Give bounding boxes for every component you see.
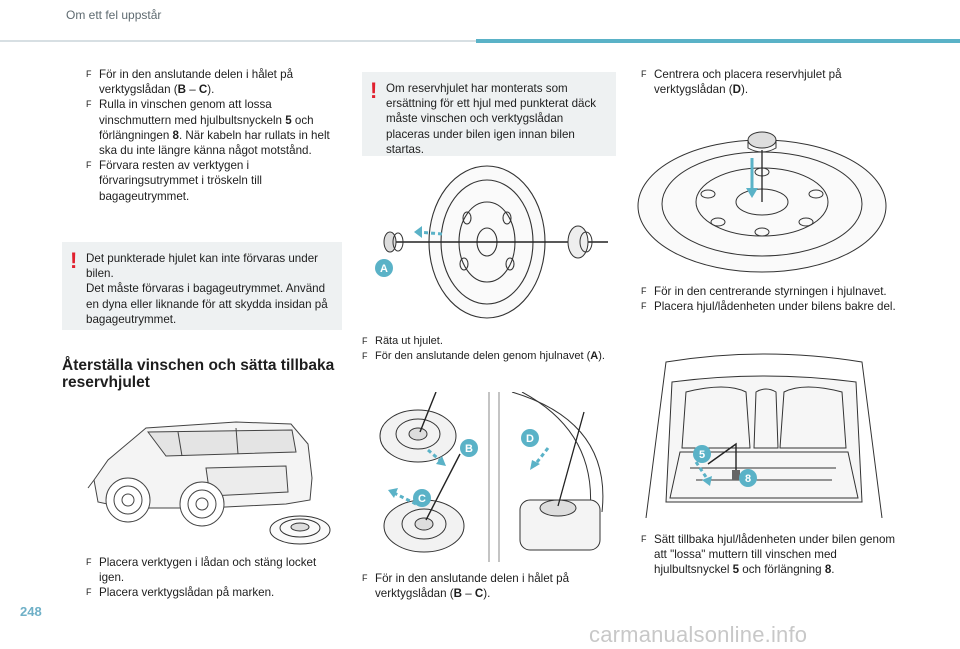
col3-top-instructions: F Centrera och placera reservhjulet på v… (641, 67, 897, 97)
bullet-mark: F (641, 534, 647, 544)
warning-box-punctured-wheel: ! Det punkterade hjulet kan inte förvara… (62, 242, 342, 330)
car-illustration (87, 421, 331, 545)
col1-bottom-instructions: F Placera verktygen i lådan och stäng lo… (86, 555, 342, 601)
page-number: 248 (20, 604, 42, 619)
figure-car-spare-wheel (86, 408, 342, 548)
bullet-close-lid: F Placera verktygen i lådan och stäng lo… (86, 556, 317, 585)
label-b: B (465, 443, 473, 455)
bullet-mark: F (362, 573, 368, 583)
warning-text: Om reservhjulet har monterats som ersätt… (386, 82, 597, 156)
bullet-straighten-wheel: F Räta ut hjulet. (362, 335, 443, 347)
exclamation-icon: ! (70, 248, 78, 273)
bullet-mark: F (641, 69, 647, 79)
label-a-marker (375, 259, 393, 277)
bullet-insert-box-2: F För in den anslutande delen i hålet på… (362, 572, 570, 601)
bullet-insert-box: F För in den anslutande delen i hålet på… (86, 68, 294, 97)
bullet-place-under-car: F Placera hjul/lådenheten under bilens b… (641, 300, 896, 314)
col1-instructions: F För in den anslutande delen i hålet på… (86, 67, 342, 204)
bullet-store-tools: F Förvara resten av verktygen i förvarin… (86, 159, 262, 203)
col3-mid-instructions: F För in den centrerande styrningen i hj… (641, 284, 897, 314)
watermark: carmanualsonline.info (589, 622, 808, 647)
bullet-mark: F (362, 336, 368, 346)
bullet-mark: F (86, 160, 92, 171)
figure-toolbox-connection: B C D (362, 392, 616, 562)
col2-bottom-instructions: F För in den anslutande delen i hålet på… (362, 571, 618, 601)
exclamation-icon: ! (370, 78, 378, 103)
bullet-mark: F (86, 587, 92, 598)
label-c-marker (413, 489, 431, 507)
section-heading: Återställa vinschen och sätta tillbaka r… (62, 357, 335, 391)
label-b-marker (460, 439, 478, 457)
bullet-center-spare: F Centrera och placera reservhjulet på v… (641, 68, 842, 97)
header-rule (0, 40, 476, 42)
bullet-centering-guide: F För in den centrerande styrningen i hj… (641, 285, 887, 298)
label-a: A (380, 263, 388, 275)
warning-box-spare-mounted: ! Om reservhjulet har monterats som ersä… (362, 72, 616, 156)
bullet-mark: F (641, 286, 647, 296)
bullet-mark: F (86, 99, 92, 110)
label-8-marker (739, 469, 757, 487)
col2-mid-instructions: F Räta ut hjulet. F För den anslutande d… (362, 334, 618, 363)
warning-text: Det punkterade hjulet kan inte förvaras … (86, 252, 328, 326)
figure-trunk-interior: 5 8 (636, 352, 892, 518)
bullet-mark: F (86, 69, 92, 79)
label-8: 8 (745, 473, 751, 485)
label-c: C (418, 493, 426, 505)
figure-spare-on-box (636, 110, 892, 278)
bullet-mark: F (86, 557, 92, 567)
bullet-mark: F (362, 350, 368, 361)
figure-wheel-hub: A (372, 160, 616, 320)
label-5-marker (693, 445, 711, 463)
col3-bottom-instructions: F Sätt tillbaka hjul/lådenheten under bi… (641, 532, 897, 578)
page-header-title: Om ett fel uppstår (66, 8, 162, 22)
label-d-marker (521, 429, 539, 447)
label-5: 5 (699, 449, 705, 461)
label-d: D (526, 433, 534, 445)
bullet-mark: F (641, 301, 647, 312)
bullet-refit-under-car: F Sätt tillbaka hjul/lådenheten under bi… (641, 533, 896, 577)
bullet-roll-winch: F Rulla in vinschen genom att lossa vins… (86, 98, 330, 158)
bullet-through-hub: F För den anslutande delen genom hjulnav… (362, 349, 605, 362)
header-accent-rule (476, 39, 960, 43)
bullet-place-box-ground: F Placera verktygslådan på marken. (86, 586, 275, 600)
